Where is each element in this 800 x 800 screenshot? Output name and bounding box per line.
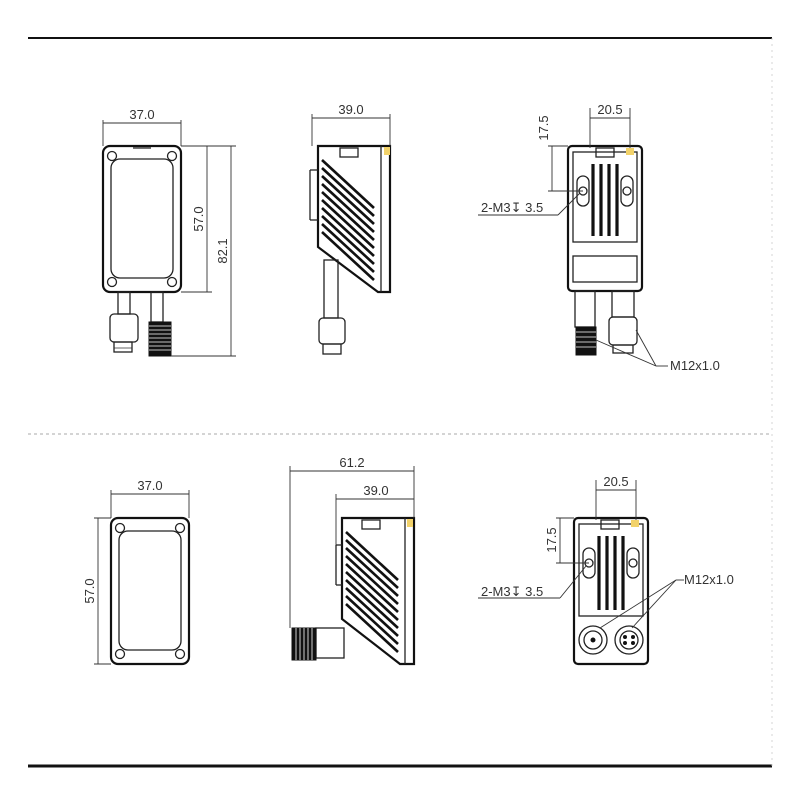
- display-window: [572, 255, 638, 283]
- bottom-rear-view: [478, 480, 684, 666]
- bottom-rear-body: [572, 516, 650, 666]
- top-front-window: [110, 158, 174, 279]
- bottom-front-view: [94, 490, 191, 666]
- dim-top-total-height: 82.1: [215, 238, 230, 263]
- bottom-front-window: [118, 530, 182, 651]
- mount-hole-icon: [166, 276, 178, 288]
- status-led-icon: [384, 147, 390, 155]
- mount-hole-icon: [106, 150, 118, 162]
- dim-top-front-width: 37.0: [129, 107, 154, 122]
- top-front-view: [101, 120, 236, 357]
- mount-hole-icon: [166, 150, 178, 162]
- dim-top-front-height: 57.0: [191, 206, 206, 231]
- connector-port-icon: [614, 625, 644, 655]
- label-bottom-thread-spec: 2-M3↧ 3.5: [481, 584, 543, 599]
- dim-bottom-side-depth: 39.0: [363, 483, 388, 498]
- mount-hole-icon: [106, 276, 118, 288]
- mount-hole-icon: [174, 648, 186, 660]
- label-top-connector-thread: M12x1.0: [670, 358, 720, 373]
- label-bottom-connector-thread: M12x1.0: [684, 572, 734, 587]
- threaded-connector-icon: [148, 321, 172, 357]
- dim-top-side-depth: 39.0: [338, 102, 363, 117]
- dim-bottom-front-height: 57.0: [82, 578, 97, 603]
- dim-bottom-rear-width: 20.5: [603, 474, 628, 489]
- connector-icon: [109, 313, 139, 343]
- status-led-icon: [407, 519, 413, 527]
- top-rear-view: [478, 108, 668, 367]
- connector-icon: [318, 317, 346, 345]
- mount-hole-icon: [114, 648, 126, 660]
- top-side-body: [316, 144, 392, 294]
- connector-icon: [608, 316, 638, 346]
- top-front-body: [101, 144, 183, 294]
- top-side-view: [309, 114, 392, 355]
- dim-bottom-front-width: 37.0: [137, 478, 162, 493]
- mount-hole-icon: [114, 522, 126, 534]
- dim-top-rear-hole-offset: 17.5: [536, 115, 551, 140]
- dim-bottom-side-total-depth: 61.2: [339, 455, 364, 470]
- thread-hole-icon: [628, 558, 638, 568]
- thread-hole-icon: [622, 186, 632, 196]
- bottom-front-body: [109, 516, 191, 666]
- dim-top-rear-width: 20.5: [597, 102, 622, 117]
- status-led-icon: [626, 148, 634, 155]
- connector-port-icon: [578, 625, 608, 655]
- mount-hole-icon: [174, 522, 186, 534]
- top-rear-body: [566, 144, 644, 293]
- status-led-icon: [631, 520, 639, 527]
- label-top-thread-spec: 2-M3↧ 3.5: [481, 200, 543, 215]
- bottom-side-body: [340, 516, 416, 666]
- threaded-connector-icon: [575, 326, 597, 356]
- bottom-side-view: [289, 466, 416, 666]
- dim-bottom-rear-hole-offset: 17.5: [544, 527, 559, 552]
